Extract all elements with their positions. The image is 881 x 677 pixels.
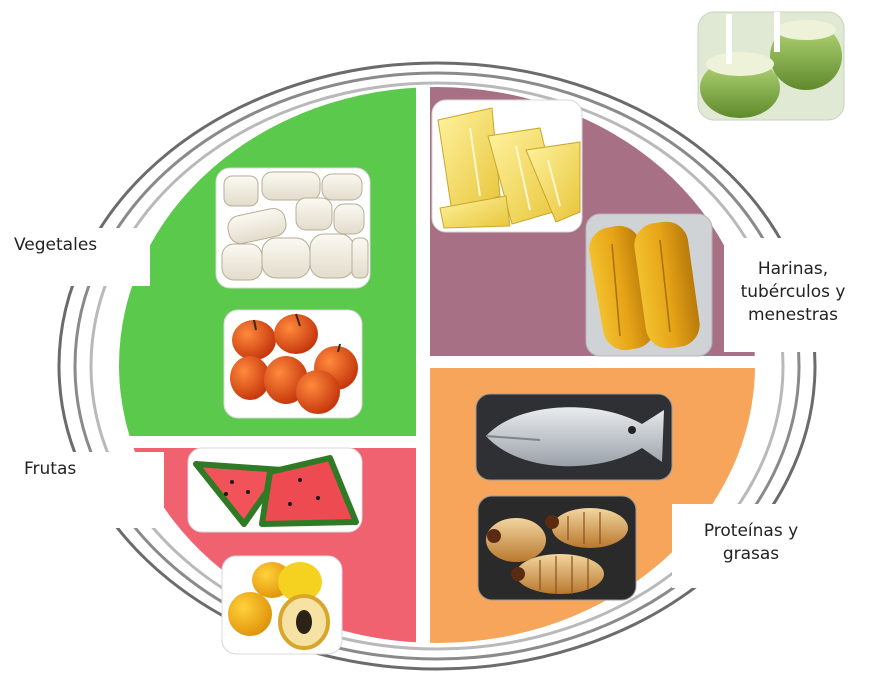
fish-picture <box>475 393 673 481</box>
plate-middle-ring <box>73 71 801 661</box>
boiled-cassava-picture <box>431 99 583 233</box>
palm-grubs-picture <box>477 495 637 601</box>
tree-tomatoes-picture <box>223 309 363 419</box>
vegetales-label: Vegetales <box>4 228 150 286</box>
hearts-of-palm-picture <box>215 167 371 289</box>
watermelon-slices-picture <box>187 447 363 533</box>
plate-inner-ring <box>89 81 785 651</box>
yellow-fruits-picture <box>221 555 343 655</box>
ripe-plantains-picture <box>585 213 713 357</box>
frutas-label: Frutas <box>14 452 164 528</box>
proteinas-label: Proteínas y grasas <box>672 504 830 588</box>
harinas-label: Harinas, tubérculos y menestras <box>724 238 862 352</box>
drinking-coconuts-picture <box>697 11 845 121</box>
